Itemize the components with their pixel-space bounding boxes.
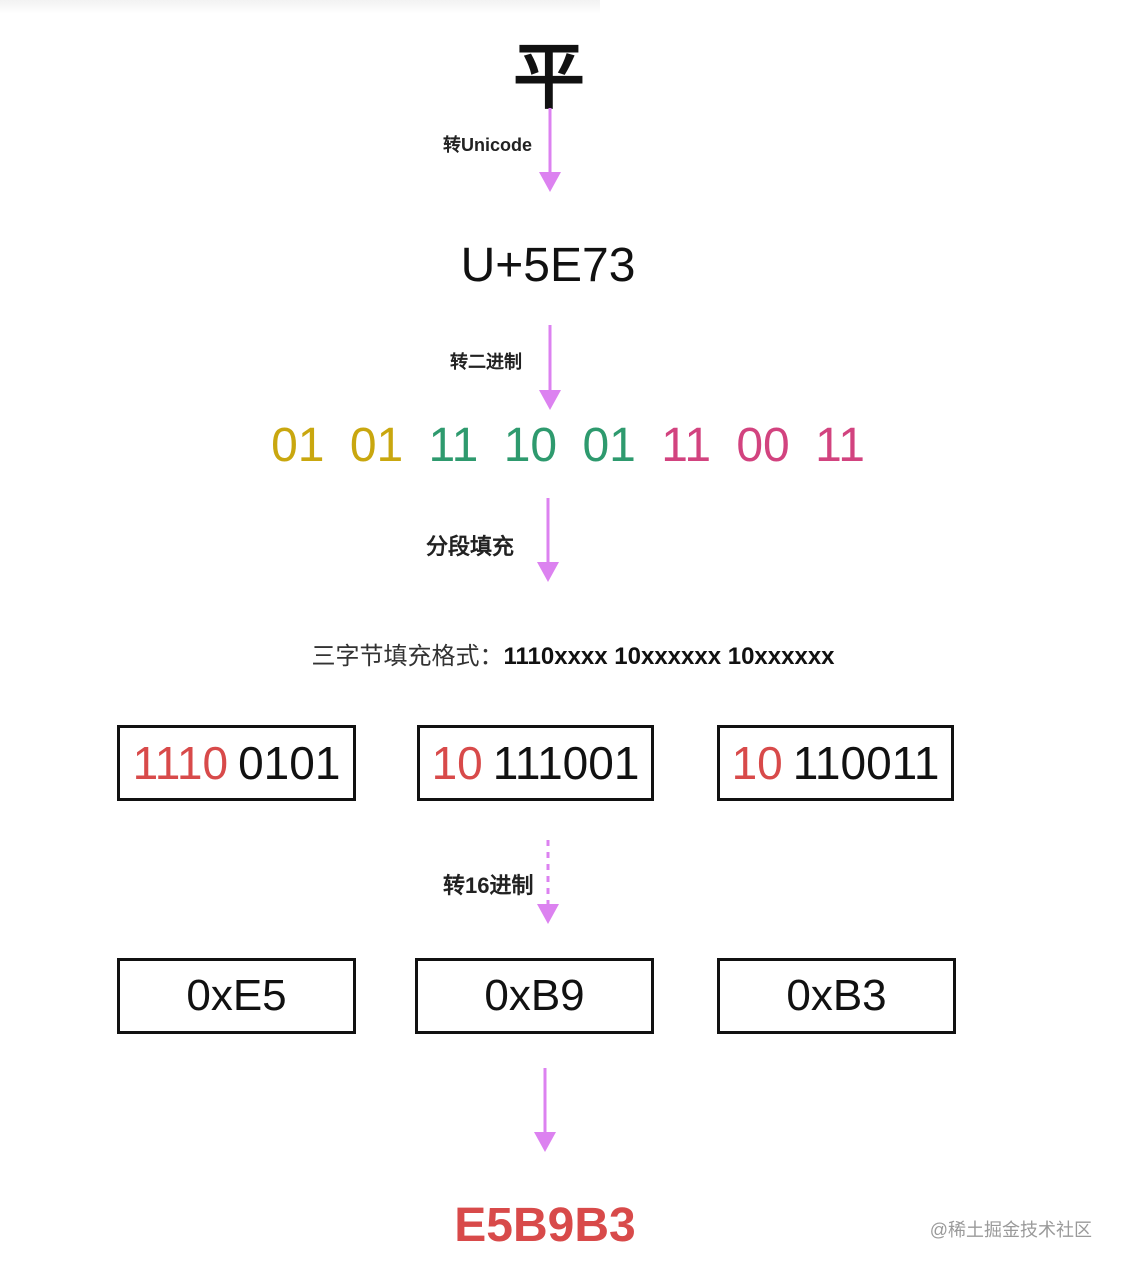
- watermark: @稀土掘金技术社区: [929, 1220, 1092, 1240]
- arrow-segment-fill: [537, 498, 559, 582]
- binary-group: 11: [815, 419, 865, 472]
- byte-prefix: 1110: [132, 737, 229, 789]
- binary-group: 01: [349, 419, 404, 472]
- byte-bits: 111001: [492, 737, 640, 789]
- binary-group: 10: [503, 419, 558, 472]
- byte-prefix: 10: [731, 737, 783, 789]
- utf8-result: E5B9B3: [454, 1199, 636, 1252]
- fill-format-pattern: 1110xxxx 10xxxxxx 10xxxxxx: [503, 643, 835, 670]
- step-label-to-unicode: 转Unicode: [443, 135, 533, 155]
- binary-group: 11: [661, 419, 712, 472]
- hex-box-1: 0xE5: [117, 958, 356, 1034]
- fill-format-label: 三字节填充格式：: [311, 643, 504, 670]
- byte-prefix: 10: [431, 737, 483, 789]
- byte-bits: 0101: [238, 737, 341, 789]
- byte-bits: 110011: [792, 737, 940, 789]
- step-label-segment-fill: 分段填充: [426, 534, 515, 559]
- step-label-to-binary: 转二进制: [450, 352, 522, 372]
- binary-sequence: 01 01 11 10 01 11 00 11: [271, 418, 865, 473]
- binary-group: 00: [736, 419, 790, 472]
- unicode-codepoint: U+5E73: [460, 239, 636, 292]
- step-label-to-hex: 转16进制: [443, 873, 534, 898]
- hex-box-2: 0xB9: [415, 958, 654, 1034]
- hex-box-3: 0xB3: [717, 958, 956, 1034]
- source-character: 平: [512, 35, 586, 119]
- arrow-to-result: [534, 1068, 556, 1152]
- arrow-to-binary: [539, 325, 561, 410]
- fill-format: 三字节填充格式：1110xxxx 10xxxxxx 10xxxxxx: [311, 636, 834, 671]
- top-shadow: [0, 0, 600, 14]
- binary-group: 11: [428, 419, 479, 472]
- binary-group: 01: [582, 419, 636, 472]
- arrow-to-hex-dashed: [537, 840, 559, 924]
- binary-group: 01: [271, 419, 325, 472]
